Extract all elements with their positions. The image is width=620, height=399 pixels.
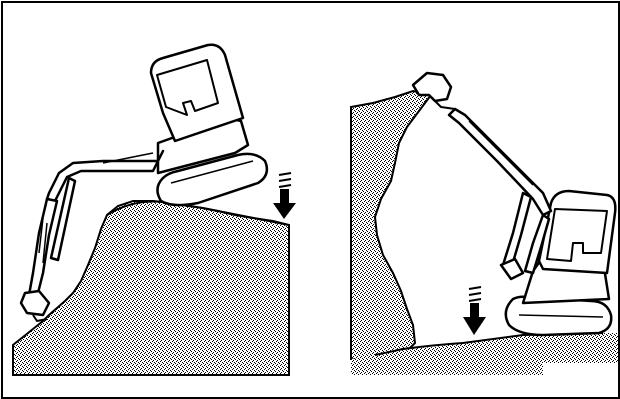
right-overhang-cliff <box>350 89 433 362</box>
right-down-arrow-icon <box>463 286 486 335</box>
right-bucket <box>411 71 453 103</box>
left-ground-mound <box>12 200 290 376</box>
left-upper-body <box>156 116 250 175</box>
right-cab-window <box>546 208 608 262</box>
left-track <box>156 152 269 207</box>
illustration <box>12 43 618 376</box>
right-ground-floor <box>351 333 618 375</box>
left-bucket <box>19 289 51 317</box>
left-panel <box>12 43 296 376</box>
right-excavator <box>411 71 617 337</box>
left-down-arrow-icon <box>273 172 296 219</box>
left-cab-window <box>156 59 219 116</box>
left-excavator <box>19 43 269 322</box>
right-panel <box>350 71 618 375</box>
right-boom <box>447 107 553 217</box>
right-arm <box>501 191 533 271</box>
